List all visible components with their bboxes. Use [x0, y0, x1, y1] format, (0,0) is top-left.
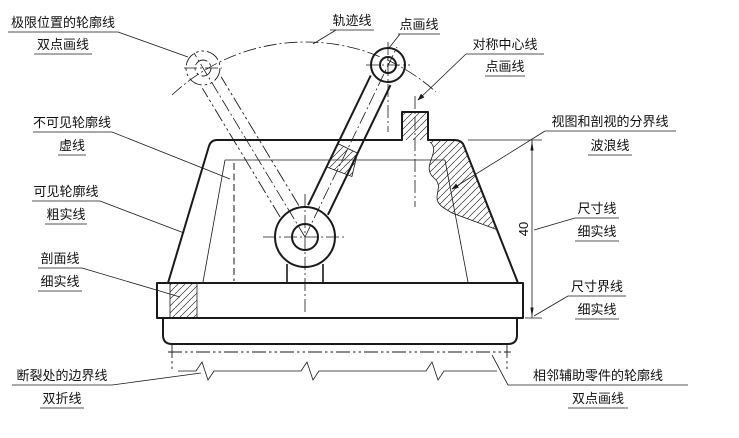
labels: 极限位置的轮廓线 双点画线 轨迹线 点画线 对称中心线 点画线 不可见轮廓线 虚… — [11, 13, 669, 406]
arm-centerline — [304, 46, 398, 238]
phantom-arm-inner-circle — [194, 59, 212, 77]
label-limit-position-type: 双点画线 — [37, 37, 89, 52]
label-view-section-boundary-type: 波浪线 — [590, 138, 629, 153]
flange-left-hatch — [170, 284, 197, 318]
dimension-value: 40 — [516, 222, 531, 236]
flange-outline — [156, 282, 524, 319]
adjacent-part-phantom — [168, 344, 511, 371]
leader-trajectory — [312, 29, 337, 45]
label-dimension-extension-type: 细实线 — [577, 302, 616, 317]
label-section-hatch-name: 剖面线 — [40, 251, 79, 266]
label-trajectory-type: 点画线 — [399, 17, 438, 32]
label-section-hatch-type: 细实线 — [40, 274, 79, 289]
zigzag-break-line — [178, 361, 497, 381]
section-hatching — [170, 112, 498, 318]
leader-trajectory-type — [388, 33, 401, 49]
leader-break-boundary — [111, 372, 202, 386]
break-line — [178, 361, 497, 381]
phantom-arm-edge — [202, 88, 281, 218]
arm-top-outer-circle — [370, 47, 406, 83]
arm-edge — [326, 84, 392, 216]
label-dimension-line-name: 尺寸线 — [577, 201, 616, 216]
label-dimension-line-type: 细实线 — [577, 224, 616, 239]
leader-visible-contour — [99, 200, 185, 234]
dimension-arrow-top — [530, 141, 534, 151]
phantom-arm-centerline — [193, 52, 306, 238]
leader-symmetry-center — [417, 53, 467, 101]
leader-limit-position — [117, 31, 189, 58]
label-limit-position-name: 极限位置的轮廓线 — [11, 15, 115, 30]
label-break-boundary-type: 双折线 — [42, 391, 81, 406]
label-trajectory-name: 轨迹线 — [332, 13, 371, 28]
pivot-outer-circle — [274, 206, 336, 268]
body-outline — [167, 111, 519, 284]
phantom-arm-limit-position — [185, 50, 300, 218]
inner-wall-right — [444, 159, 469, 283]
leader-invisible-contour — [111, 131, 231, 180]
wavy-boundary-line — [428, 141, 453, 214]
part-body — [156, 111, 524, 345]
arm-top-inner-circle — [379, 56, 397, 74]
label-symmetry-center-name: 对称中心线 — [472, 37, 537, 52]
phantom-arm-edge — [220, 76, 300, 206]
label-visible-contour-type: 粗实线 — [46, 207, 85, 222]
label-invisible-contour-type: 虚线 — [59, 138, 85, 153]
swing-arm — [274, 47, 406, 268]
dimension-arrow-bottom — [530, 307, 534, 317]
inner-wall-left — [202, 159, 226, 283]
phantom-arm-outer-circle — [185, 50, 221, 86]
label-visible-contour-name: 可见轮廓线 — [33, 184, 98, 199]
label-view-section-boundary-name: 视图和剖视的分界线 — [551, 114, 668, 129]
label-break-boundary-name: 断裂处的边界线 — [16, 368, 107, 383]
right-section-hatch — [429, 140, 498, 230]
leader-adjacent-part — [491, 354, 509, 386]
dimension-40: 40 — [468, 139, 542, 319]
base-plate-outline — [162, 318, 518, 345]
arm-edge — [307, 75, 372, 206]
label-adjacent-part-type: 双点画线 — [572, 391, 624, 406]
label-adjacent-part-name: 相邻辅助零件的轮廓线 — [533, 368, 663, 383]
label-symmetry-center-type: 点画线 — [485, 59, 524, 74]
leader-section-hatch — [81, 267, 181, 298]
leader-dimension-extension — [533, 295, 569, 317]
leader-dimension-line — [533, 217, 576, 231]
leader-lines — [8, 29, 688, 409]
label-invisible-contour-name: 不可见轮廓线 — [33, 115, 111, 130]
center-lines — [171, 41, 437, 315]
section-bottom-edge — [451, 212, 499, 231]
leader-view-section-boundary — [451, 130, 546, 190]
pivot-inner-circle — [291, 223, 319, 251]
label-dimension-extension-name: 尺寸界线 — [571, 279, 623, 294]
